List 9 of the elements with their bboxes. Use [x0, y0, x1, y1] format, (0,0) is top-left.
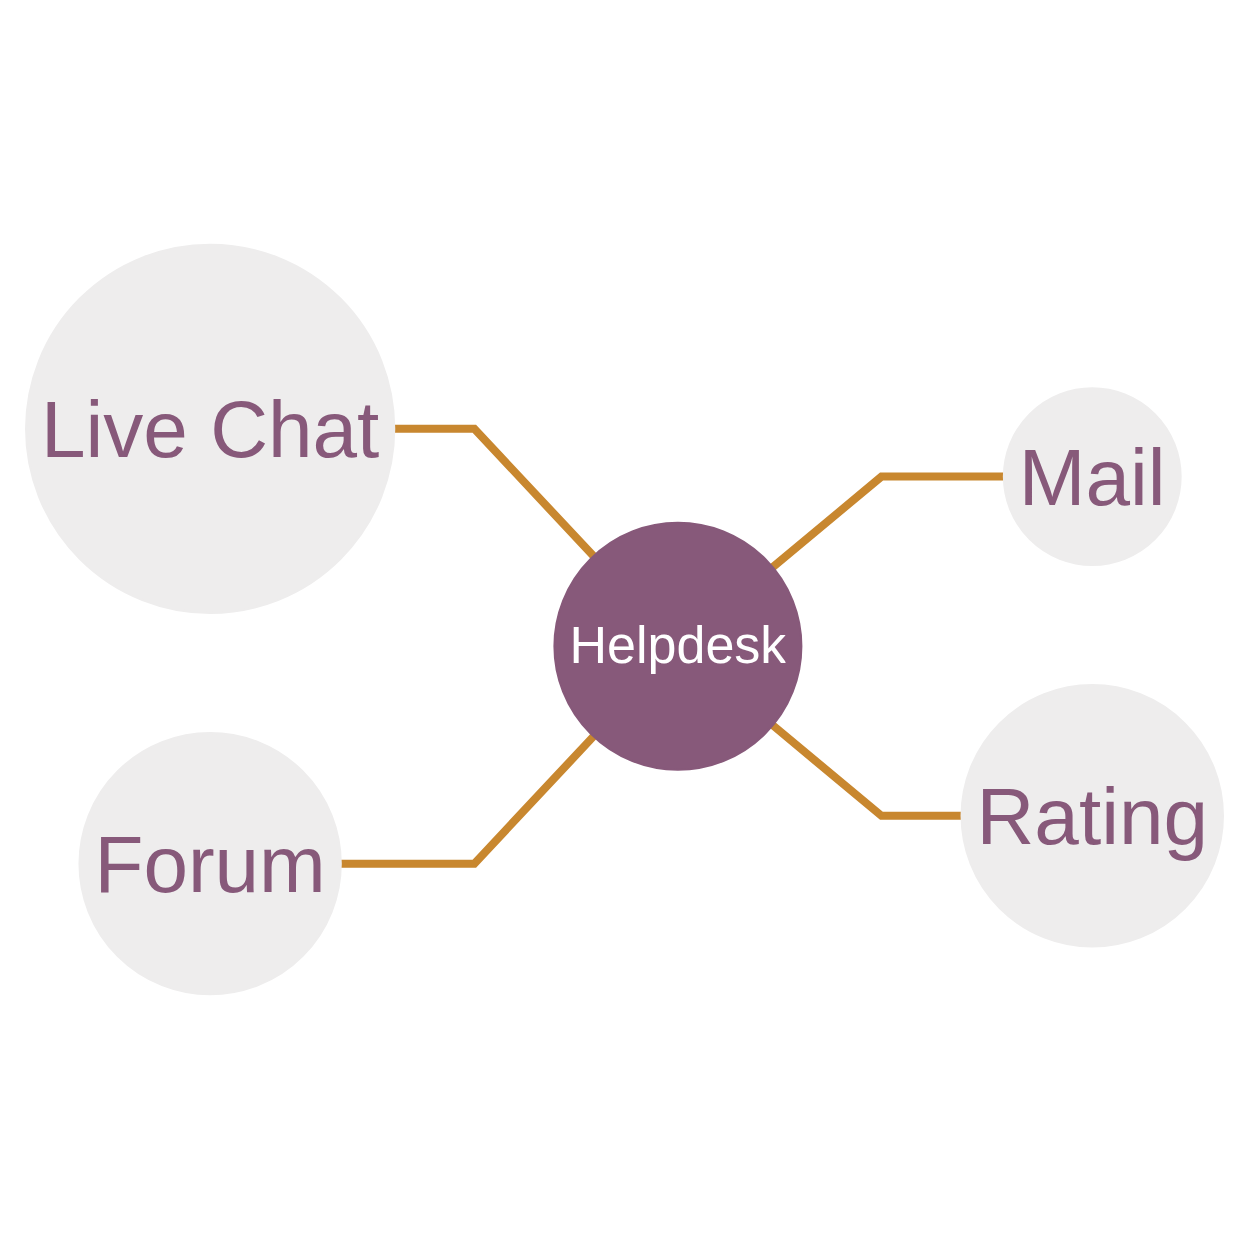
node-circle: Mail	[1002, 387, 1182, 566]
node-circle: Forum	[78, 732, 342, 996]
node-circle: Helpdesk	[553, 521, 803, 771]
connector	[770, 472, 1004, 571]
connector	[340, 733, 597, 868]
connector	[394, 424, 597, 559]
node-circle: Rating	[960, 684, 1224, 948]
node-circle: Live Chat	[25, 243, 396, 614]
connector	[770, 722, 962, 820]
